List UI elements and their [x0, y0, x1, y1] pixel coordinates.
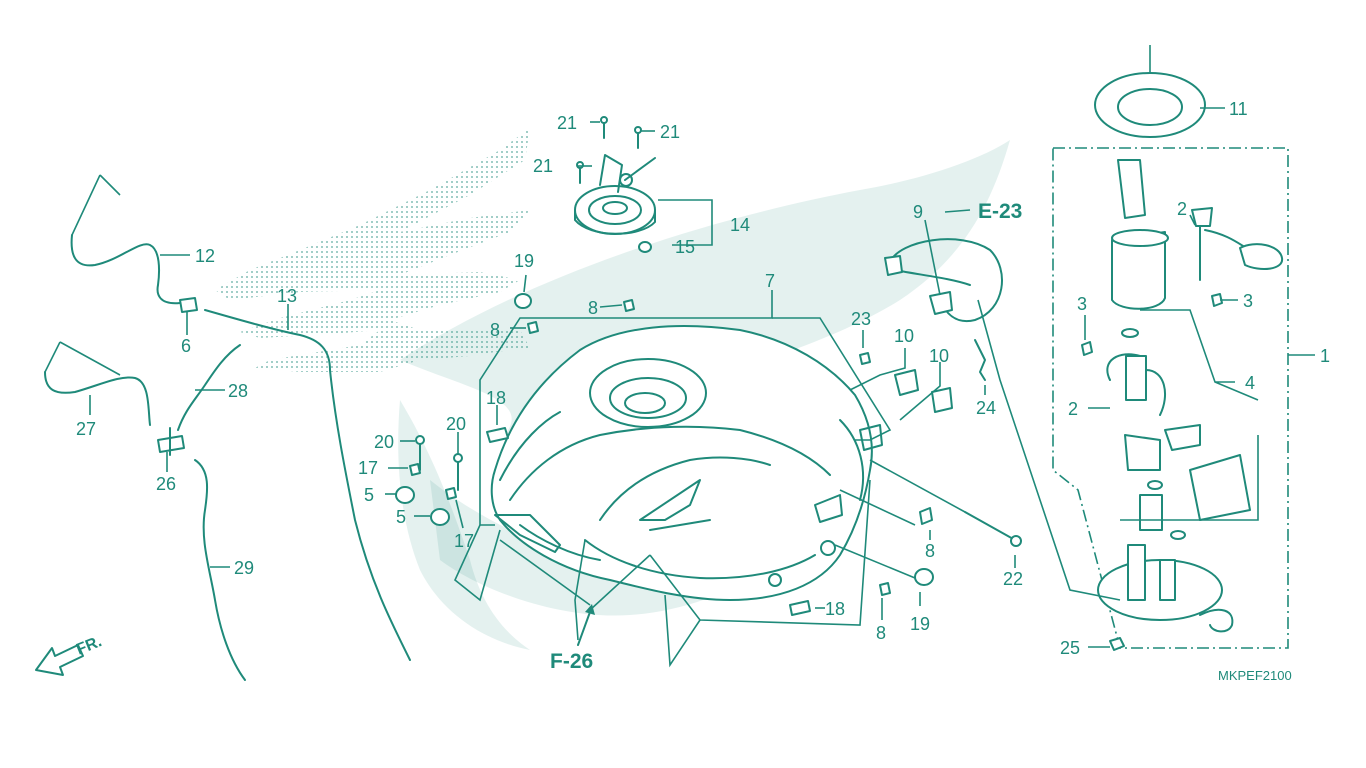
front-direction-arrow-icon: FR. [35, 633, 104, 676]
callout-3: 3 [1243, 291, 1253, 311]
callout-10: 10 [929, 346, 949, 366]
mount-rubbers [859, 339, 986, 413]
setting-plate [1094, 72, 1206, 138]
callout-20: 20 [374, 432, 394, 452]
callout-8: 8 [925, 541, 935, 561]
ref-f26-arrow-icon [577, 611, 591, 646]
callout-24: 24 [976, 398, 996, 418]
callout-25: 25 [1060, 638, 1080, 658]
callout-3: 3 [1077, 294, 1087, 314]
ref-f26[interactable]: F-26 [550, 650, 593, 673]
callout-18: 18 [825, 599, 845, 619]
callout-9: 9 [913, 202, 923, 222]
breather-hoses [44, 234, 411, 681]
callout-8: 8 [490, 320, 500, 340]
cross-references: E-23 F-26 [550, 200, 1022, 673]
fuel-pump-assembly [1052, 147, 1289, 651]
callout-2: 2 [1068, 399, 1078, 419]
callout-11: 11 [1229, 99, 1248, 119]
callout-7: 7 [765, 271, 775, 291]
callout-26: 26 [156, 474, 176, 494]
callout-4: 4 [1245, 373, 1255, 393]
callout-21: 21 [557, 113, 577, 133]
callout-5: 5 [396, 507, 406, 527]
callout-8: 8 [588, 298, 598, 318]
callout-20: 20 [446, 414, 466, 434]
callouts: 1 2 2 3 3 4 5 5 6 7 8 8 8 8 9 10 10 11 1… [76, 99, 1330, 658]
callout-21: 21 [660, 122, 680, 142]
callout-2: 2 [1177, 199, 1187, 219]
callout-10: 10 [894, 326, 914, 346]
fuel-hose [884, 238, 1003, 323]
callout-28: 28 [228, 381, 248, 401]
callout-29: 29 [234, 558, 254, 578]
fr-label: FR. [74, 633, 104, 658]
callout-21: 21 [533, 156, 553, 176]
callout-1: 1 [1320, 346, 1330, 366]
callout-27: 27 [76, 419, 96, 439]
arrowhead-icon [585, 604, 595, 615]
callout-5: 5 [364, 485, 374, 505]
diagram-code: MKPEF2100 [1218, 668, 1292, 683]
callout-23: 23 [851, 309, 871, 329]
ref-e23[interactable]: E-23 [978, 200, 1022, 223]
bolt-21-set [576, 116, 642, 184]
small-parts-left [395, 293, 635, 526]
callout-18: 18 [486, 388, 506, 408]
callout-12: 12 [195, 246, 215, 266]
callout-8: 8 [876, 623, 886, 643]
callout-17: 17 [358, 458, 378, 478]
callout-22: 22 [1003, 569, 1023, 589]
callout-14: 14 [730, 215, 750, 235]
callout-19: 19 [514, 251, 534, 271]
callout-15: 15 [675, 237, 695, 257]
callout-13: 13 [277, 286, 297, 306]
leader-lines [44, 45, 1315, 668]
fuel-cap [574, 154, 656, 253]
small-parts-right [789, 507, 1022, 616]
callout-17: 17 [454, 531, 474, 551]
callout-6: 6 [181, 336, 191, 356]
callout-19: 19 [910, 614, 930, 634]
